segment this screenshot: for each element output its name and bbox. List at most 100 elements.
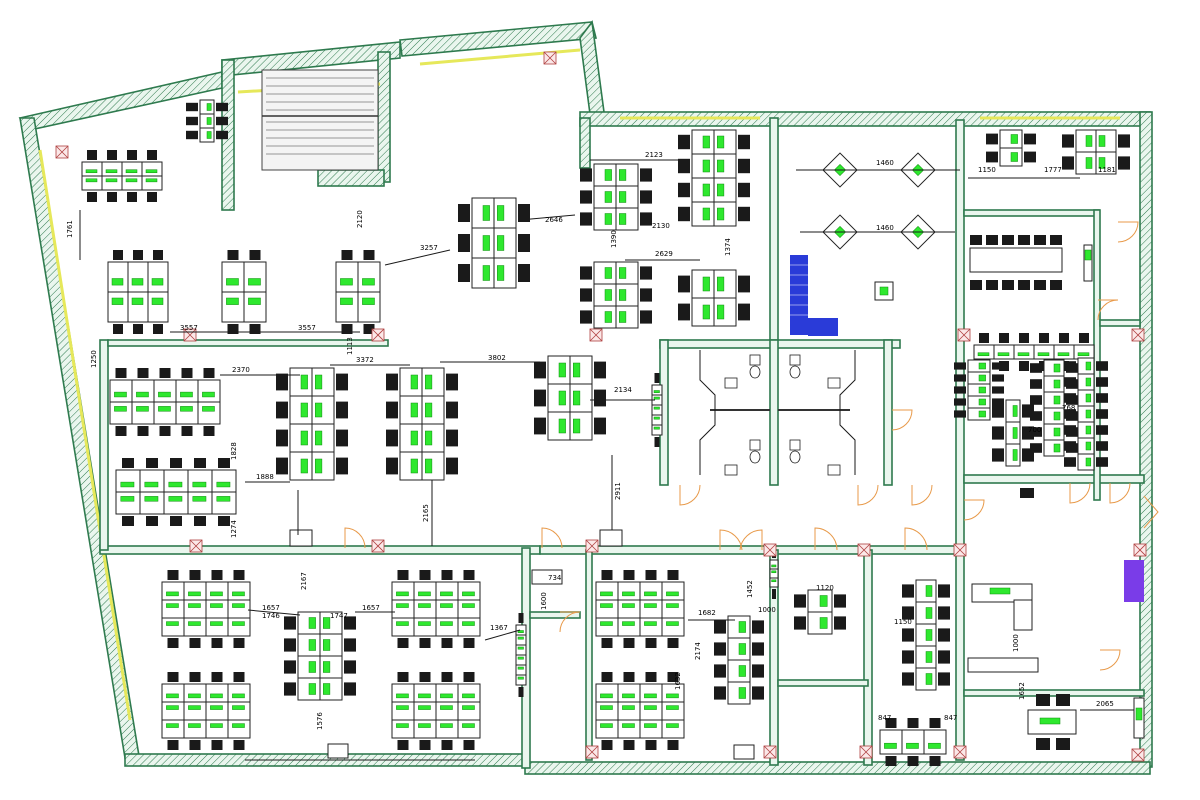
monitor-icon bbox=[425, 374, 433, 390]
monitor-icon bbox=[1010, 134, 1018, 144]
manager-office bbox=[967, 583, 1145, 750]
desk bbox=[109, 379, 133, 403]
monitor-icon bbox=[210, 705, 223, 710]
monitor-icon bbox=[440, 591, 453, 597]
desk bbox=[101, 161, 123, 177]
monitor-icon bbox=[702, 276, 710, 292]
desk bbox=[243, 261, 267, 293]
training-room bbox=[969, 235, 1093, 498]
column-icon bbox=[859, 745, 873, 759]
restroom bbox=[699, 350, 856, 476]
chair-icon bbox=[249, 324, 261, 334]
chair-icon bbox=[189, 672, 201, 682]
monitor-icon bbox=[1085, 409, 1092, 419]
monitor-icon bbox=[232, 621, 245, 626]
chair-icon bbox=[601, 740, 613, 750]
chair-icon bbox=[1064, 457, 1076, 467]
dim-label: 2120 bbox=[356, 210, 364, 228]
chair-icon bbox=[601, 638, 613, 648]
monitor-icon bbox=[396, 603, 409, 608]
monitor-icon bbox=[604, 267, 612, 279]
monitor-icon bbox=[702, 159, 710, 173]
monitor-icon bbox=[884, 742, 897, 749]
column-icon bbox=[371, 328, 385, 342]
monitor-icon bbox=[308, 661, 316, 673]
chair-icon bbox=[518, 204, 530, 222]
chair-icon bbox=[1062, 134, 1074, 148]
chair-icon bbox=[216, 116, 228, 126]
column-icon bbox=[763, 745, 777, 759]
chair-icon bbox=[194, 516, 206, 526]
chair-icon bbox=[580, 288, 592, 302]
chair-icon bbox=[640, 212, 652, 226]
monitor-icon bbox=[1057, 352, 1070, 357]
toilet-icon bbox=[724, 354, 841, 476]
monitor-icon bbox=[604, 191, 612, 203]
chair-icon bbox=[216, 102, 228, 112]
monitor-icon bbox=[462, 591, 475, 597]
monitor-icon bbox=[1098, 157, 1106, 169]
monitor-icon bbox=[702, 135, 710, 149]
desk bbox=[221, 291, 245, 323]
monitor-icon bbox=[604, 169, 612, 181]
desk bbox=[617, 719, 641, 739]
chair-icon bbox=[667, 740, 679, 750]
monitor-icon bbox=[997, 352, 1010, 357]
column-icon bbox=[1131, 328, 1145, 342]
monitor-icon bbox=[440, 723, 453, 728]
desk bbox=[515, 674, 527, 686]
chair-icon bbox=[1022, 404, 1034, 418]
chair-icon bbox=[167, 740, 179, 750]
monitor-icon bbox=[558, 390, 566, 406]
monitor-icon bbox=[1037, 352, 1050, 357]
chair-icon bbox=[1030, 395, 1042, 405]
monitor-icon bbox=[558, 362, 566, 378]
desk bbox=[617, 599, 641, 619]
desk bbox=[227, 599, 251, 619]
chair-icon bbox=[1096, 393, 1108, 403]
dim-label: 2130 bbox=[652, 222, 670, 230]
monitor-icon bbox=[315, 430, 323, 446]
monitor-icon bbox=[125, 169, 138, 174]
chair-icon bbox=[284, 682, 296, 696]
chair-icon bbox=[580, 212, 592, 226]
chair-icon bbox=[211, 740, 223, 750]
chair-icon bbox=[170, 458, 182, 468]
chair-icon bbox=[216, 130, 228, 140]
chair-icon bbox=[1118, 156, 1130, 170]
chair-icon bbox=[181, 426, 193, 436]
chair-icon bbox=[386, 401, 398, 419]
chair-icon bbox=[992, 386, 1004, 394]
chair-icon bbox=[133, 250, 143, 260]
dimension-labels: 1761 2120 3257 2646 2123 1390 2629 1374 … bbox=[66, 151, 1116, 730]
monitor-icon bbox=[738, 643, 746, 655]
desk bbox=[391, 581, 415, 601]
chair-icon bbox=[623, 740, 635, 750]
chair-icon bbox=[341, 250, 353, 260]
monitor-icon bbox=[1053, 395, 1061, 405]
chair-icon bbox=[1064, 441, 1076, 451]
monitor-icon bbox=[440, 621, 453, 626]
monitor-icon bbox=[771, 564, 777, 568]
monitor-icon bbox=[702, 207, 710, 221]
dim-label: 1600 bbox=[540, 592, 548, 610]
chair-icon bbox=[645, 740, 657, 750]
chair-icon bbox=[938, 672, 950, 686]
monitor-icon bbox=[1053, 411, 1061, 421]
column-icon bbox=[857, 543, 871, 557]
chair-icon bbox=[1096, 425, 1108, 435]
chair-icon bbox=[534, 417, 546, 435]
desk bbox=[595, 701, 619, 721]
chair-icon bbox=[992, 398, 1004, 406]
cabinet bbox=[327, 743, 349, 759]
chair-icon bbox=[979, 333, 989, 343]
monitor-icon bbox=[166, 621, 179, 626]
monitor-icon bbox=[666, 705, 679, 710]
desk bbox=[1033, 344, 1055, 360]
chair-icon bbox=[738, 303, 750, 321]
chair-icon bbox=[249, 250, 261, 260]
chair-icon bbox=[992, 404, 1004, 418]
chair-icon bbox=[640, 168, 652, 182]
monitor-icon bbox=[925, 673, 933, 685]
chair-icon bbox=[1096, 377, 1108, 387]
